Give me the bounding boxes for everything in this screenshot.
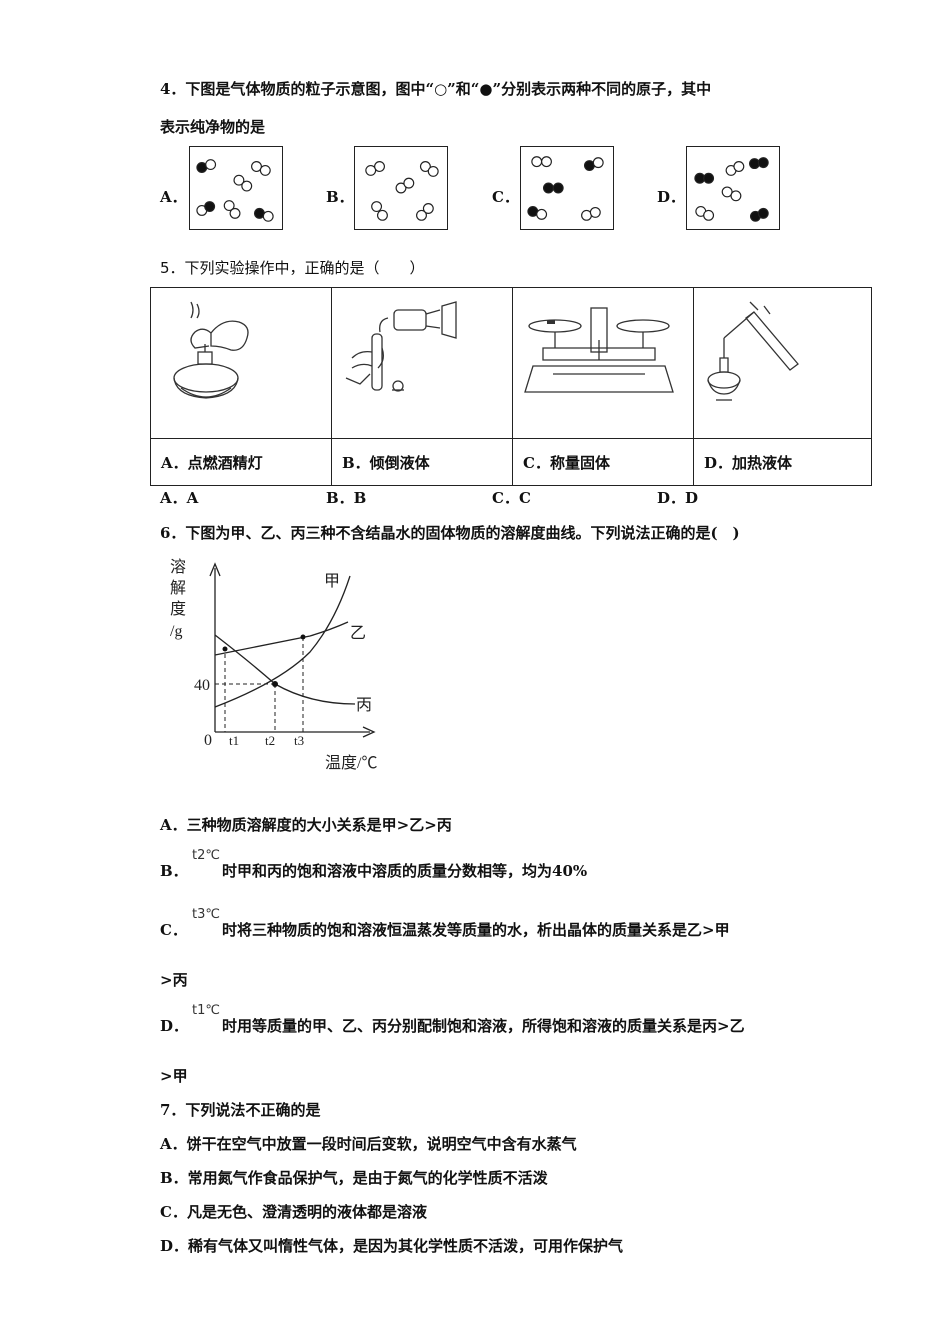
point-t2: [272, 681, 278, 687]
series-label-bing: 丙: [356, 697, 372, 714]
q5-experiment-table: A．点燃酒精灯 B．倾倒液体 C．称量固体 D．加热液体: [150, 287, 872, 486]
q5-caption-a: A．点燃酒精灯: [150, 438, 332, 486]
series-label-jia: 甲: [324, 573, 340, 590]
series-label-yi: 乙: [350, 625, 366, 642]
y-axis-label-char-2: 解: [170, 579, 186, 597]
q6-option-c-text: 时将三种物质的饱和溶液恒温蒸发等质量的水，析出晶体的质量关系是乙>甲: [222, 921, 730, 939]
x-axis-label: 温度/℃: [325, 754, 377, 772]
q5-image-cell-b: [331, 287, 513, 439]
q5-answer-c: C．C: [492, 489, 531, 507]
q5-caption-c: C．称量固体: [512, 438, 694, 486]
q6-option-b-text: 时甲和丙的饱和溶液中溶质的质量分数相等，均为40%: [222, 862, 588, 880]
q6-option-b-prefix: B．: [160, 862, 188, 880]
q4-stem-line1: 4．下图是气体物质的粒子示意图，图中“○”和“●”分别表示两种不同的原子，其中: [160, 80, 712, 98]
point-t1: [222, 646, 228, 652]
q5-answer-d: D．D: [657, 489, 699, 507]
q7-stem: 7．下列说法不正确的是: [160, 1101, 321, 1119]
alcohol-lamp-lighting-icon: [173, 301, 249, 399]
x-tick-0: 0: [204, 732, 212, 749]
y-axis-label-char-4: /g: [170, 623, 182, 640]
x-tick-t3: t3: [294, 733, 304, 748]
q5-image-cell-c: [512, 287, 694, 439]
point-t3: [300, 634, 306, 640]
q6-option-d-temp: t1℃: [192, 1003, 220, 1018]
q4-option-a-label: A．: [160, 188, 187, 206]
x-tick-t1: t1: [229, 733, 239, 748]
q7-option-b: B．常用氮气作食品保护气，是由于氮气的化学性质不活泼: [160, 1169, 548, 1187]
q7-option-c: C．凡是无色、澄清透明的液体都是溶液: [160, 1203, 427, 1221]
q4-stem-line2: 表示纯净物的是: [160, 118, 266, 136]
q4-option-b-label: B．: [326, 188, 354, 206]
series-line-jia: [214, 575, 351, 708]
y-axis-label-char-1: 溶: [170, 558, 186, 576]
y-axis-label-char-3: 度: [170, 600, 186, 618]
q5-caption-b: B．倾倒液体: [331, 438, 513, 486]
q4-option-d-label: D．: [657, 188, 686, 206]
heating-test-tube-icon: [707, 301, 799, 401]
q5-caption-d: D．加热液体: [693, 438, 872, 486]
q5-image-cell-d: [693, 287, 872, 439]
q6-option-d-prefix: D．: [160, 1017, 189, 1035]
q4-particle-box-b: [354, 146, 448, 230]
q5-answer-a: A．A: [160, 489, 199, 507]
q6-stem: 6．下图为甲、乙、丙三种不含结晶水的固体物质的溶解度曲线。下列说法正确的是( ): [160, 524, 740, 542]
y-axis-arrow: [209, 562, 221, 577]
x-axis-arrow: [362, 726, 376, 738]
q6-option-c-prefix: C．: [160, 921, 187, 939]
q4-particle-box-a: [189, 146, 283, 230]
q6-option-d-text: 时用等质量的甲、乙、丙分别配制饱和溶液，所得饱和溶液的质量关系是丙>乙: [222, 1017, 745, 1035]
q5-stem: 5．下列实验操作中，正确的是（ ）: [160, 259, 425, 277]
q6-option-a: A．三种物质溶解度的大小关系是甲>乙>丙: [160, 816, 452, 834]
q4-option-c-label: C．: [492, 188, 519, 206]
q6-option-b-temp: t2℃: [192, 848, 220, 863]
solubility-curve-chart: 溶 解 度 /g 温度/℃ 40 0 t1 t2 t3 甲 乙 丙: [170, 558, 377, 772]
q5-image-cell-a: [150, 287, 332, 439]
q6-option-c-temp: t3℃: [192, 907, 220, 922]
series-line-bing: [214, 634, 356, 705]
q5-answer-b: B．B: [326, 489, 367, 507]
series-line-yi: [214, 621, 349, 656]
q6-option-d-continuation: >甲: [160, 1067, 188, 1085]
q6-option-c-continuation: >丙: [160, 971, 188, 989]
balance-scale-icon: [524, 307, 674, 393]
y-tick-40: 40: [194, 677, 210, 694]
q4-particle-box-c: [520, 146, 614, 230]
x-tick-t2: t2: [265, 733, 275, 748]
q7-option-d: D．稀有气体又叫惰性气体，是因为其化学性质不活泼，可用作保护气: [160, 1237, 624, 1255]
pouring-liquid-icon: [345, 301, 457, 392]
q4-particle-box-d: [686, 146, 780, 230]
q7-option-a: A．饼干在空气中放置一段时间后变软，说明空气中含有水蒸气: [160, 1135, 577, 1153]
